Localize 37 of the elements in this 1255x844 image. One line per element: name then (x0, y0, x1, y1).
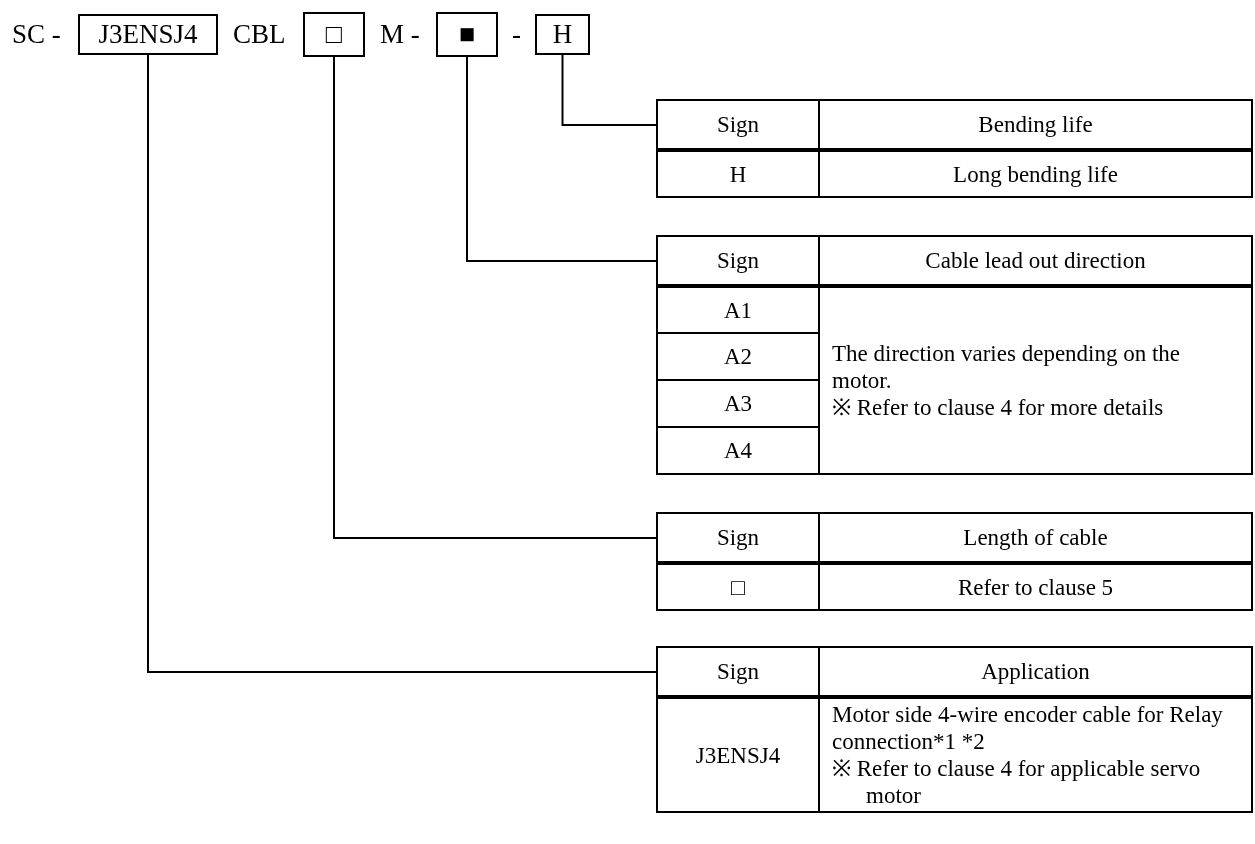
header-cell: Sign (657, 100, 819, 150)
code-box: H (535, 14, 590, 55)
code-box: ■ (436, 12, 498, 57)
header-cell: Sign (657, 647, 819, 697)
code-text: M - (380, 19, 420, 49)
table-cell: Refer to clause 5 (819, 563, 1252, 610)
table-cell: H (657, 150, 819, 197)
header-cell: Sign (657, 236, 819, 286)
table-cell: □ (657, 563, 819, 610)
code-box: J3ENSJ4 (78, 14, 218, 55)
table-cell: A2 (657, 333, 819, 380)
note-text: ※ Refer to clause 4 for applicable servo motor (832, 755, 1202, 809)
spec-table (656, 646, 1253, 813)
leader-line (561, 54, 657, 126)
table-cell: A4 (657, 427, 819, 474)
leader-line (147, 54, 657, 673)
code-text: SC - (12, 19, 61, 49)
table-cell: Long bending life (819, 150, 1252, 197)
description-text: The direction varies depending on the motor. (832, 340, 1182, 394)
spec-table (656, 235, 1253, 475)
header-cell: Cable lead out direction (819, 236, 1252, 286)
leader-line (333, 56, 657, 539)
header-cell: Application (819, 647, 1252, 697)
code-text: CBL (233, 19, 286, 49)
table-cell: A1 (657, 286, 819, 333)
code-box: □ (303, 12, 365, 57)
header-cell: Length of cable (819, 513, 1252, 563)
note-text: ※ Refer to clause 4 for more details (832, 394, 1165, 421)
code-text: - (512, 19, 521, 49)
leader-line (466, 56, 657, 262)
table-cell: A3 (657, 380, 819, 427)
header-cell: Bending life (819, 100, 1252, 150)
description-text: Motor side 4-wire encoder cable for Relay connection*1 *2 (832, 701, 1224, 755)
table-cell: J3ENSJ4 (657, 697, 819, 812)
spec-table (656, 512, 1253, 611)
header-cell: Sign (657, 513, 819, 563)
spec-table (656, 99, 1253, 198)
